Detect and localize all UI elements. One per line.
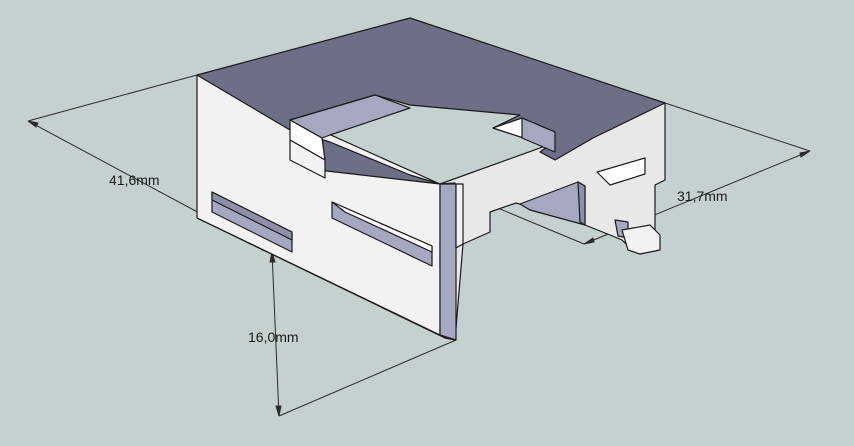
top-notch-left-floor <box>289 139 326 179</box>
right-foot <box>621 224 661 255</box>
right-small-window <box>596 157 646 186</box>
width-extension-top <box>664 102 811 152</box>
enclosure-model[interactable] <box>196 17 666 341</box>
front-slot-left-inner <box>211 191 293 241</box>
front-slot-right-inner <box>331 201 433 253</box>
height-dimension-label[interactable]: 16,0mm <box>248 329 299 345</box>
right-inner-slot-shadow <box>577 181 586 226</box>
width-arrow-start <box>583 237 595 245</box>
right-back-face <box>439 102 666 341</box>
top-notch-right-floor <box>521 117 556 153</box>
corner-post <box>439 183 457 341</box>
height-dimension-line <box>271 251 280 417</box>
height-extension-bottom <box>278 339 457 417</box>
front-bottom-edge <box>196 217 446 339</box>
width-arrow-end <box>799 150 811 158</box>
depth-extension-top <box>27 74 198 122</box>
height-arrow-bottom <box>275 405 282 417</box>
corner-post-edge <box>455 183 464 249</box>
depth-arrow-start <box>27 120 39 128</box>
depth-dimension-label[interactable]: 41,6mm <box>109 172 160 188</box>
height-arrow-top <box>269 251 276 263</box>
width-dimension-label[interactable]: 31,7mm <box>677 188 728 204</box>
